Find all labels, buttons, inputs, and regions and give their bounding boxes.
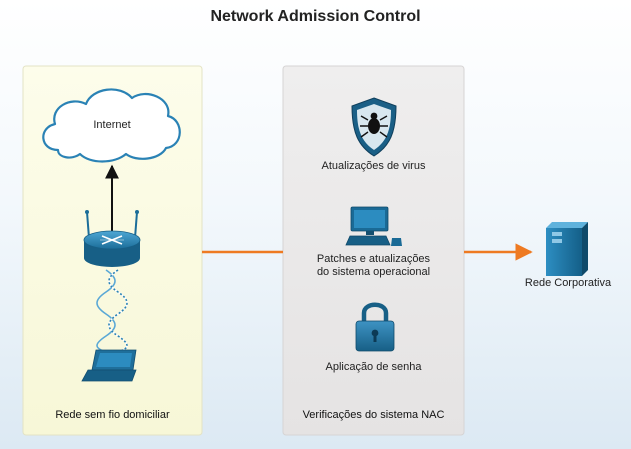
wireless-router-icon (83, 210, 141, 267)
server-icon (546, 222, 588, 276)
nac-panel (282, 65, 465, 436)
wireless-signal-icon (96, 269, 128, 353)
os-patches-label-line2: do sistema operacional (316, 266, 431, 278)
password-enforcement-label: Aplicação de senha (325, 361, 422, 373)
corporate-network-label: Rede Corporativa (524, 277, 612, 289)
internet-cloud-icon (42, 88, 181, 163)
virus-updates-label: Atualizações de virus (321, 160, 426, 172)
nac-panel-caption: Verificações do sistema NAC (302, 409, 445, 421)
virus-shield-icon (351, 97, 397, 157)
home-panel-caption: Rede sem fio domiciliar (55, 409, 170, 421)
os-patches-label-line1: Patches e atualizações (316, 253, 431, 265)
page-title: Network Admission Control (210, 8, 421, 25)
laptop-icon (81, 349, 137, 382)
internet-label: Internet (93, 119, 131, 131)
computer-icon (345, 206, 402, 246)
padlock-icon (355, 302, 395, 352)
